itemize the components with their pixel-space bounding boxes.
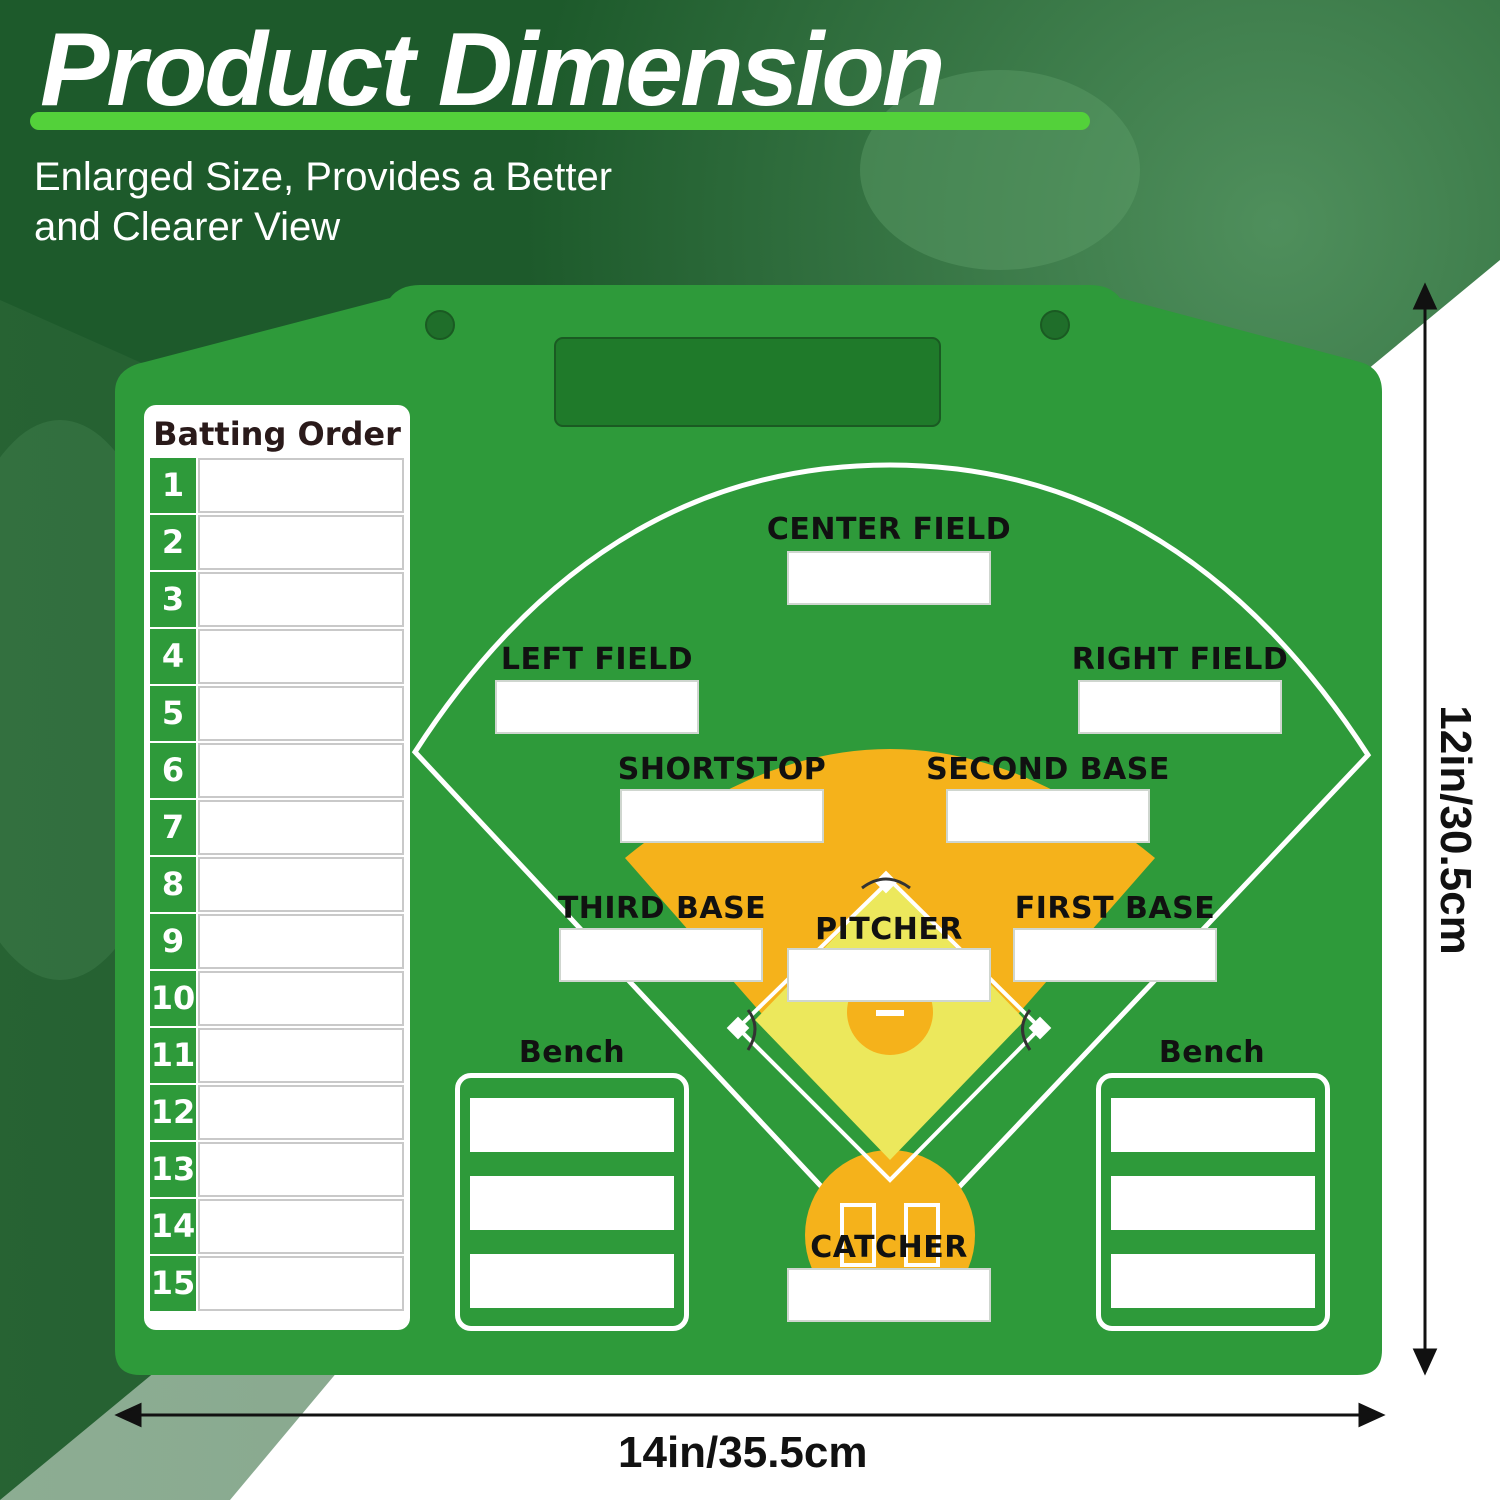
- batting-number: 10: [150, 971, 196, 1026]
- height-dimension-label: 12in/30.5cm: [1431, 705, 1480, 955]
- batting-name-field[interactable]: [198, 971, 404, 1026]
- hang-hole-right: [1040, 310, 1070, 340]
- batting-order-row: 3: [150, 572, 404, 627]
- batting-name-field[interactable]: [198, 572, 404, 627]
- bench-right-label: Bench: [1158, 1035, 1266, 1070]
- bench-left-slot[interactable]: [470, 1254, 674, 1308]
- subtitle-line-1: Enlarged Size, Provides a Better: [34, 155, 613, 199]
- right-field-box[interactable]: [1078, 680, 1282, 734]
- batting-number: 8: [150, 857, 196, 912]
- batter-box-left: [840, 1203, 876, 1267]
- batting-order-row: 5: [150, 686, 404, 741]
- batting-number: 13: [150, 1142, 196, 1197]
- outfield-line: [411, 462, 1372, 1262]
- right-field-label: RIGHT FIELD: [1071, 642, 1289, 677]
- catcher-box[interactable]: [787, 1268, 991, 1322]
- bench-left-slot[interactable]: [470, 1098, 674, 1152]
- batting-name-field[interactable]: [198, 1199, 404, 1254]
- batting-number: 9: [150, 914, 196, 969]
- second-base-label: SECOND BASE: [926, 752, 1170, 787]
- height-arrow: [1412, 282, 1438, 1376]
- third-base-label: THIRD BASE: [557, 891, 767, 926]
- second-base: [874, 870, 898, 894]
- third-base-box[interactable]: [559, 928, 763, 982]
- batting-order-panel: Batting Order 1 2 3 4 5 6 7 8 9 10 11 12…: [144, 405, 410, 1330]
- center-field-label: CENTER FIELD: [766, 512, 1012, 547]
- batting-order-row: 2: [150, 515, 404, 570]
- batting-name-field[interactable]: [198, 1028, 404, 1083]
- batting-order-row: 9: [150, 914, 404, 969]
- batting-name-field[interactable]: [198, 1085, 404, 1140]
- batting-number: 2: [150, 515, 196, 570]
- bench-left-frame: [455, 1073, 689, 1331]
- batting-order-row: 10: [150, 971, 404, 1026]
- batting-order-row: 4: [150, 629, 404, 684]
- bench-right-slot[interactable]: [1111, 1098, 1315, 1152]
- hang-hole-left: [425, 310, 455, 340]
- center-field-box[interactable]: [787, 551, 991, 605]
- pitcher-box[interactable]: [787, 948, 991, 1002]
- batting-name-field[interactable]: [198, 800, 404, 855]
- bench-left-slot[interactable]: [470, 1176, 674, 1230]
- bench-right-slot[interactable]: [1111, 1176, 1315, 1230]
- batting-order-row: 15: [150, 1256, 404, 1311]
- batting-name-field[interactable]: [198, 743, 404, 798]
- batting-order-row: 6: [150, 743, 404, 798]
- bench-right-slot[interactable]: [1111, 1254, 1315, 1308]
- third-base: [726, 1016, 750, 1040]
- shortstop-box[interactable]: [620, 789, 824, 843]
- batting-order-row: 14: [150, 1199, 404, 1254]
- shortstop-label: SHORTSTOP: [617, 752, 827, 787]
- batting-number: 11: [150, 1028, 196, 1083]
- first-base: [1028, 1016, 1052, 1040]
- batting-number: 6: [150, 743, 196, 798]
- handle-slot: [554, 337, 941, 427]
- batting-number: 14: [150, 1199, 196, 1254]
- batting-order-row: 8: [150, 857, 404, 912]
- subtitle-line-2: and Clearer View: [34, 205, 341, 249]
- batting-number: 1: [150, 458, 196, 513]
- batting-number: 7: [150, 800, 196, 855]
- width-arrow: [114, 1402, 1386, 1428]
- batting-name-field[interactable]: [198, 914, 404, 969]
- first-base-label: FIRST BASE: [1014, 891, 1216, 926]
- second-base-box[interactable]: [946, 789, 1150, 843]
- batting-order-row: 13: [150, 1142, 404, 1197]
- batting-name-field[interactable]: [198, 686, 404, 741]
- pitchers-rubber: [876, 1010, 904, 1016]
- batting-name-field[interactable]: [198, 1256, 404, 1311]
- batting-order-row: 11: [150, 1028, 404, 1083]
- batting-name-field[interactable]: [198, 629, 404, 684]
- bench-right-frame: [1096, 1073, 1330, 1331]
- left-field-box[interactable]: [495, 680, 699, 734]
- batting-name-field[interactable]: [198, 458, 404, 513]
- batting-order-row: 7: [150, 800, 404, 855]
- first-base-box[interactable]: [1013, 928, 1217, 982]
- pitcher-label: PITCHER: [815, 912, 963, 947]
- left-field-label: LEFT FIELD: [500, 642, 694, 677]
- width-dimension-label: 14in/35.5cm: [618, 1428, 868, 1477]
- batting-name-field[interactable]: [198, 515, 404, 570]
- batting-number: 3: [150, 572, 196, 627]
- title-underline: [30, 112, 1090, 130]
- batting-name-field[interactable]: [198, 857, 404, 912]
- batting-number: 5: [150, 686, 196, 741]
- catcher-label: CATCHER: [810, 1230, 968, 1265]
- batting-number: 12: [150, 1085, 196, 1140]
- bench-left-label: Bench: [518, 1035, 626, 1070]
- batting-order-title: Batting Order: [153, 415, 401, 453]
- batting-order-row: 1: [150, 458, 404, 513]
- batting-name-field[interactable]: [198, 1142, 404, 1197]
- batter-box-right: [904, 1203, 940, 1267]
- page-title: Product Dimension: [40, 12, 945, 128]
- batting-number: 15: [150, 1256, 196, 1311]
- batting-number: 4: [150, 629, 196, 684]
- batting-order-row: 12: [150, 1085, 404, 1140]
